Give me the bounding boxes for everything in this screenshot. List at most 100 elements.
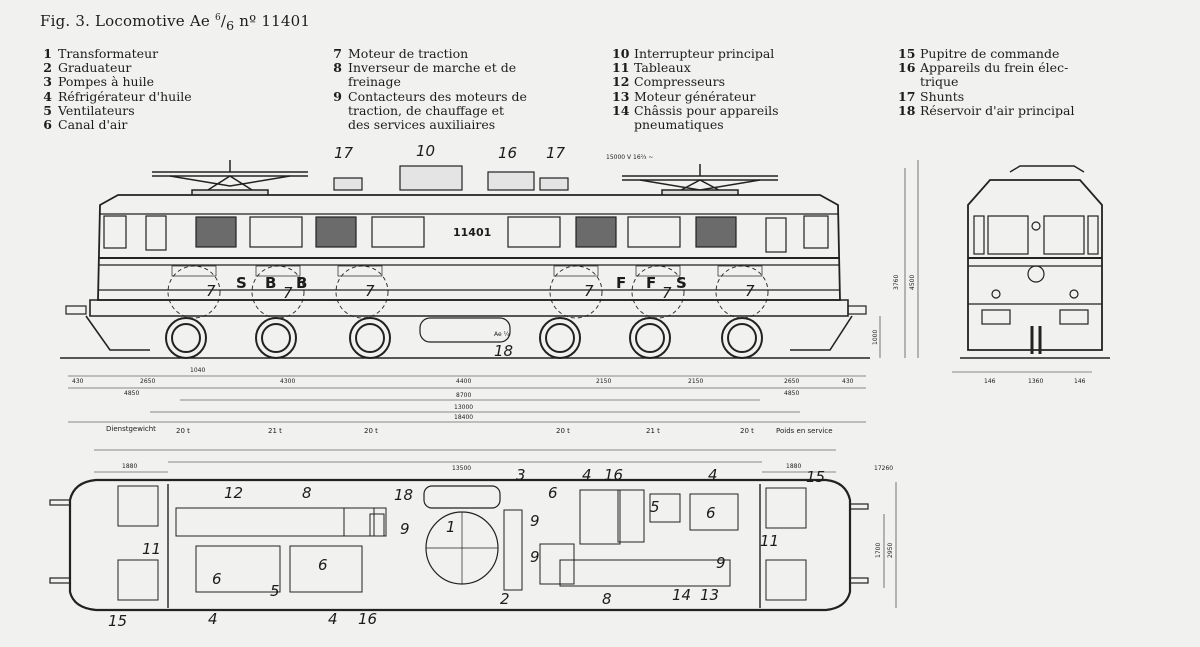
dim-4850: 4850 — [124, 390, 139, 397]
title-sub: 6 — [226, 18, 235, 33]
wheels — [165, 317, 763, 359]
letter-f1: F — [616, 274, 626, 292]
side-dimension-lines — [68, 160, 919, 423]
dim-1360: 1360 — [1028, 378, 1043, 385]
axle-weight: 21 t — [268, 427, 282, 435]
dim-4300: 4300 — [280, 378, 295, 385]
callout-18-reservoir: 18 — [394, 486, 413, 504]
callout-8-reverser: 8 — [302, 484, 312, 502]
dim-1040: 1040 — [190, 367, 205, 374]
title-suffix: nº 11401 — [234, 12, 311, 30]
dim-18400: 18400 — [454, 414, 473, 421]
cab-window-right — [803, 215, 829, 249]
voltage-note: 15000 V 16⅔ ~ — [606, 154, 653, 161]
dim-1700: 1700 — [875, 543, 882, 558]
dim-2150b: 2150 — [688, 378, 703, 385]
dim-4400: 4400 — [456, 378, 471, 385]
callout-10-switch: 10 — [416, 142, 435, 160]
title-mid: / — [220, 12, 227, 30]
dim-430b: 430 — [842, 378, 854, 385]
pantograph-right — [622, 164, 778, 197]
callout-9-contactor: 9 — [530, 548, 540, 566]
callout-15-control-desk: 15 — [806, 468, 825, 486]
dim-13500: 13500 — [452, 465, 471, 472]
number-plate: 11401 — [453, 226, 491, 239]
letter-s1: S — [236, 274, 247, 292]
dim-2150: 2150 — [596, 378, 611, 385]
dim-2650b: 2650 — [784, 378, 799, 385]
callout-5-fan: 5 — [270, 582, 280, 600]
dim-1880: 1880 — [122, 463, 137, 470]
figure-title: Fig. 3. Locomotive Ae 6/6 nº 11401 — [40, 12, 310, 33]
dim-2650: 2650 — [140, 378, 155, 385]
traction-motors — [167, 265, 769, 319]
letter-b1: B — [265, 274, 276, 292]
callout-16-brake: 16 — [498, 144, 517, 162]
motor-label: 7 — [206, 282, 216, 300]
callout-17-shunt-b: 17 — [546, 144, 566, 162]
roof-main-switch — [399, 165, 463, 191]
cab-door-window-left — [145, 215, 167, 251]
callout-11-panel: 11 — [760, 532, 779, 550]
axle-weight: 21 t — [646, 427, 660, 435]
cab-window-left — [103, 215, 127, 249]
dim-17260: 17260 — [874, 465, 893, 472]
plan-dimension-lines — [94, 449, 897, 608]
equipment-blocks — [117, 485, 807, 601]
axle-weight: 20 t — [364, 427, 378, 435]
dim-2950: 2950 — [887, 543, 894, 558]
buffer-right — [847, 305, 867, 315]
letter-b2: B — [296, 274, 307, 292]
motor-label: 7 — [745, 282, 755, 300]
callout-16-brake-equipment: 16 — [358, 610, 377, 628]
callout-12-compressor: 12 — [224, 484, 243, 502]
air-reservoir-plan — [423, 485, 501, 509]
callout-8-reverser: 8 — [602, 590, 612, 608]
callout-15-control-desk: 15 — [108, 612, 127, 630]
cab-door-window-right — [765, 217, 787, 253]
roof-shunt-left — [333, 177, 363, 191]
callout-4-oil-cooler: 4 — [208, 610, 218, 628]
weight-label-fr: Poids en service — [776, 427, 833, 435]
callout-1-transformer: 1 — [446, 518, 456, 536]
callout-11-panel: 11 — [142, 540, 161, 558]
callout-4-oil-cooler: 4 — [708, 466, 718, 484]
title-prefix: Fig. 3. Locomotive Ae — [40, 12, 215, 30]
callout-9-contactor: 9 — [400, 520, 410, 538]
dim-3760: 3760 — [893, 275, 900, 290]
side-windows — [195, 216, 737, 248]
swiss-cross-emblem — [1027, 265, 1045, 283]
plan-outline — [68, 478, 852, 612]
dim-146b: 146 — [1074, 378, 1086, 385]
callout-14-pneumatic-frame: 14 — [672, 586, 691, 604]
axle-weight: 20 t — [556, 427, 570, 435]
callout-17-shunt: 17 — [334, 144, 354, 162]
motor-label: 7 — [365, 282, 375, 300]
callout-6-air-duct: 6 — [212, 570, 222, 588]
callout-13-motor-generator: 13 — [700, 586, 719, 604]
letter-f2: F — [646, 274, 656, 292]
side-elevation: 11401 S B B F F S 7 7 7 7 7 7 17 10 16 1… — [60, 142, 919, 435]
motor-label: 7 — [584, 282, 594, 300]
axle-weight: 20 t — [740, 427, 754, 435]
callout-18-reservoir: 18 — [494, 342, 513, 360]
dim-4500: 4500 — [909, 275, 916, 290]
callout-4-oil-cooler: 4 — [582, 466, 592, 484]
